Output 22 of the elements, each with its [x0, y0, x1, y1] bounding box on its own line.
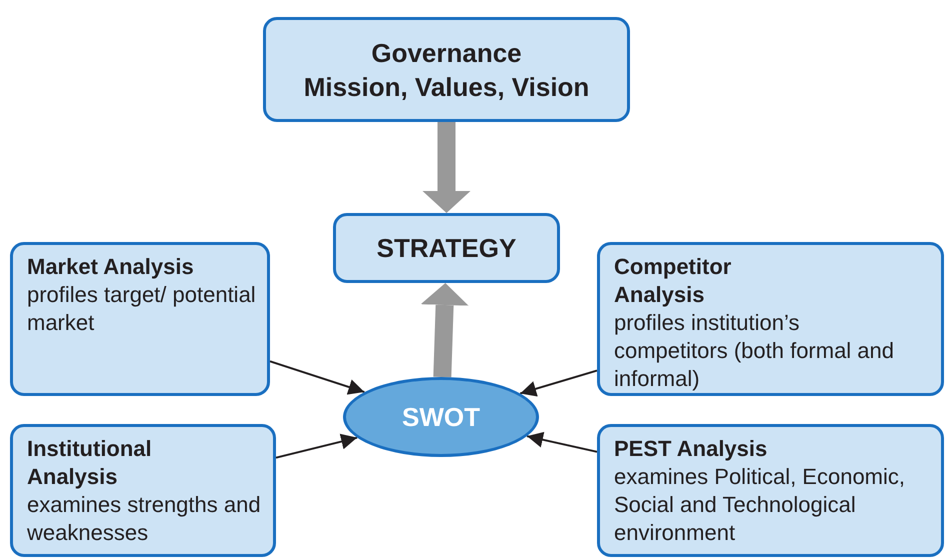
block-arrow	[420, 283, 469, 378]
box-title: Mission, Values, Vision	[304, 70, 590, 104]
analysis-box	[597, 424, 944, 557]
analysis-box	[10, 242, 270, 396]
box-description: profiles target/ potential market	[27, 281, 257, 337]
box-heading: Market Analysis	[27, 253, 194, 281]
box	[333, 213, 560, 283]
analysis-box	[597, 242, 944, 396]
arrow	[526, 432, 598, 453]
box	[263, 17, 630, 122]
box-heading: PEST Analysis	[614, 435, 768, 463]
arrow	[270, 360, 365, 395]
box-title: Governance	[371, 36, 522, 70]
arrow	[520, 370, 598, 397]
block-arrow	[422, 122, 470, 213]
box-description: examines Political, Economic, Social and Technological environment	[614, 463, 906, 547]
box-description: examines strengths and weaknesses	[27, 491, 262, 547]
arrow	[276, 434, 358, 459]
box-description: profiles institution’s competitors (both formal and informal)	[614, 309, 896, 393]
analysis-box	[10, 424, 276, 557]
ellipse-label: SWOT	[402, 400, 480, 434]
box-title: STRATEGY	[376, 232, 516, 265]
